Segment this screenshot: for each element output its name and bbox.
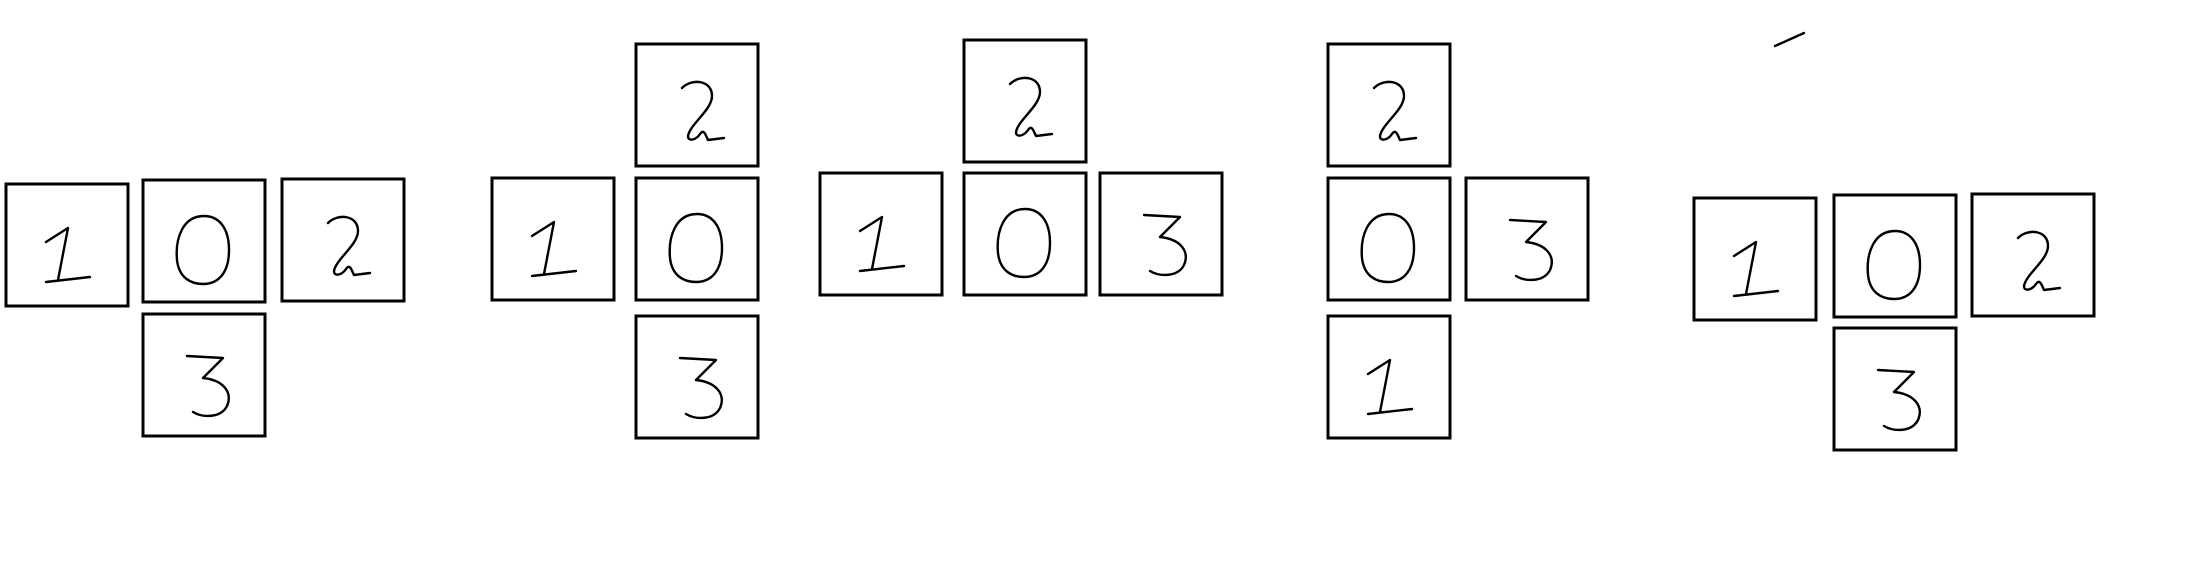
tile-3 xyxy=(1098,171,1224,297)
tile-frame xyxy=(962,38,1088,164)
tile-0 xyxy=(1832,193,1958,319)
digit-0-glyph xyxy=(175,214,231,286)
tile-1 xyxy=(4,182,130,308)
tile-frame xyxy=(1832,326,1958,452)
digit-1-glyph xyxy=(44,226,92,284)
digit-0-glyph xyxy=(1866,229,1922,301)
digit-3-glyph xyxy=(185,354,230,418)
tile-frame xyxy=(634,314,760,440)
tile-2 xyxy=(1970,192,2096,318)
digit-1-glyph xyxy=(530,220,578,278)
tile-2 xyxy=(1326,42,1452,168)
tile-frame xyxy=(490,176,616,302)
tile-1 xyxy=(1326,314,1452,440)
tile-3 xyxy=(634,314,760,440)
digit-0-glyph xyxy=(668,212,724,284)
tile-frame xyxy=(634,42,760,168)
tile-frame xyxy=(1326,42,1452,168)
tile-3 xyxy=(1832,326,1958,452)
digit-3-glyph xyxy=(1508,218,1553,282)
tile-frame xyxy=(4,182,130,308)
tile-3 xyxy=(1464,176,1590,302)
tile-frame xyxy=(1692,196,1818,322)
tile-frame xyxy=(1326,176,1452,302)
digit-1-glyph xyxy=(1732,240,1780,298)
digit-0-glyph xyxy=(1360,212,1416,284)
tile-2 xyxy=(962,38,1088,164)
tile-0 xyxy=(1326,176,1452,302)
tile-frame xyxy=(634,176,760,302)
stray-pen-mark xyxy=(1773,31,1806,48)
digit-2-glyph xyxy=(326,215,372,277)
digit-2-glyph xyxy=(1008,76,1054,138)
tile-frame xyxy=(280,177,406,303)
tile-2 xyxy=(634,42,760,168)
digit-3-glyph xyxy=(678,356,723,420)
tile-frame xyxy=(962,171,1088,297)
digit-1-glyph xyxy=(858,215,906,273)
tile-1 xyxy=(490,176,616,302)
tile-frame xyxy=(1832,193,1958,319)
digit-3-glyph xyxy=(1876,368,1921,432)
tile-frame xyxy=(1464,176,1590,302)
digit-1-glyph xyxy=(1366,358,1414,416)
layout-2 xyxy=(490,42,760,440)
tile-frame xyxy=(141,312,267,438)
tile-frame xyxy=(141,178,267,304)
tile-frame xyxy=(1970,192,2096,318)
tile-0 xyxy=(634,176,760,302)
tile-frame xyxy=(818,171,944,297)
tile-3 xyxy=(141,312,267,438)
layout-3 xyxy=(818,38,1224,297)
digit-2-glyph xyxy=(680,80,726,142)
tile-frame xyxy=(1098,171,1224,297)
digit-3-glyph xyxy=(1142,213,1187,277)
tile-0 xyxy=(141,178,267,304)
layout-5 xyxy=(1692,192,2096,452)
tiles-layer xyxy=(4,38,2096,452)
digit-0-glyph xyxy=(996,207,1052,279)
tile-0 xyxy=(962,171,1088,297)
layout-1 xyxy=(4,177,406,438)
layout-4 xyxy=(1326,42,1590,440)
tile-1 xyxy=(818,171,944,297)
tile-frame xyxy=(1326,314,1452,440)
digit-2-glyph xyxy=(2016,230,2062,292)
tile-1 xyxy=(1692,196,1818,322)
digit-2-glyph xyxy=(1372,80,1418,142)
tile-2 xyxy=(280,177,406,303)
